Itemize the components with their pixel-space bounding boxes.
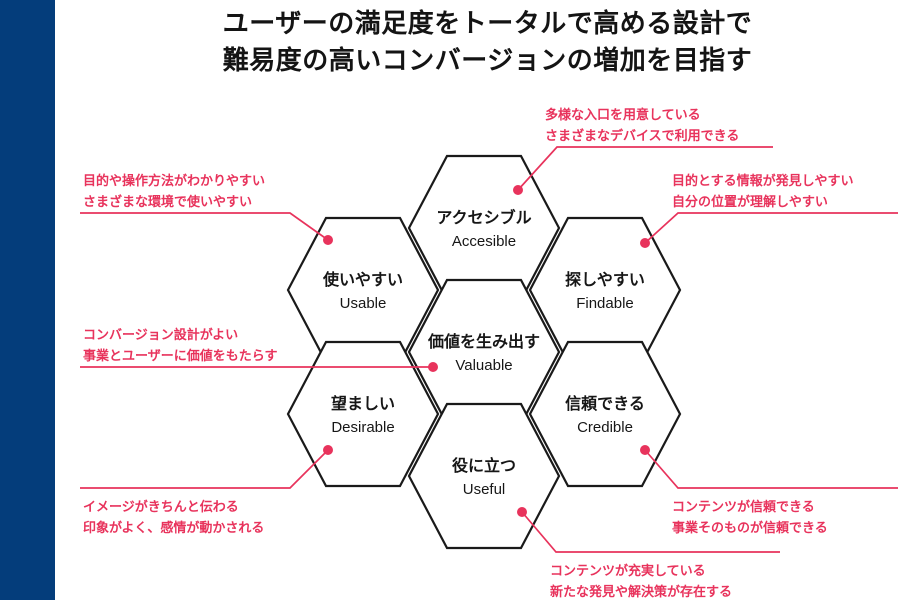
hexagon-useful-label-jp: 役に立つ (452, 456, 516, 475)
leader-dot-useful (517, 507, 527, 517)
leader-dot-usable (323, 235, 333, 245)
hexagon-valuable-label-jp: 価値を生み出す (427, 332, 540, 351)
page-title: ユーザーの満足度をトータルで高める設計で 難易度の高いコンバージョンの増加を目指… (55, 0, 920, 79)
note-usable: 目的や操作方法がわかりやすい さまざまな環境で使いやすい (83, 170, 265, 212)
note-findable: 目的とする情報が発見しやすい 自分の位置が理解しやすい (672, 170, 853, 212)
leader-line-usable (80, 212, 329, 241)
leader-line-findable (644, 212, 898, 244)
hexagon-valuable-label-en: Valuable (455, 357, 512, 374)
note-credible-line-2: 事業そのものが信頼できる (672, 520, 828, 535)
left-accent-bar (0, 0, 55, 600)
hexagon-usable-label-jp: 使いやすい (322, 270, 403, 289)
leader-dot-accesible (513, 185, 523, 195)
leader-dot-desirable (323, 445, 333, 455)
note-useful-line-2: 新たな発見や解決策が存在する (550, 584, 733, 599)
note-valuable: コンバージョン設計がよい 事業とユーザーに価値をもたらす (83, 324, 277, 366)
note-useful-line-1: コンテンツが充実している (550, 563, 706, 578)
note-usable-line-2: さまざまな環境で使いやすい (83, 194, 253, 209)
leader-line-useful (521, 511, 780, 553)
leader-line-credible (644, 449, 898, 489)
hexagon-desirable-label-jp: 望ましい (331, 394, 395, 413)
note-valuable-line-2: 事業とユーザーに価値をもたらす (83, 348, 278, 363)
note-desirable-line-2: 印象がよく、感情が動かされる (83, 520, 265, 535)
hexagon-findable-label-jp: 探しやすい (565, 270, 645, 289)
note-useful: コンテンツが充実している 新たな発見や解決策が存在する (550, 560, 732, 602)
note-desirable: イメージがきちんと伝わる 印象がよく、感情が動かされる (83, 496, 264, 538)
leader-line-accesible (517, 146, 773, 191)
note-desirable-line-1: イメージがきちんと伝わる (83, 499, 239, 514)
hexagon-credible-label-jp: 信頼できる (565, 394, 645, 413)
note-credible-line-1: コンテンツが信頼できる (672, 499, 815, 514)
hexagon-desirable-label-en: Desirable (331, 419, 394, 436)
leader-dot-valuable (428, 362, 438, 372)
hexagon-useful-label-en: Useful (463, 481, 506, 498)
leader-dot-credible (640, 445, 650, 455)
note-accesible: 多様な入口を用意している さまざまなデバイスで利用できる (545, 104, 739, 146)
page-title-line-1: ユーザーの満足度をトータルで高める設計で (222, 8, 753, 38)
hexagon-findable-label-en: Findable (576, 295, 634, 312)
note-findable-line-2: 自分の位置が理解しやすい (672, 194, 828, 209)
hexagon-usable-label-en: Usable (340, 295, 387, 312)
hexagon-credible-label-en: Credible (577, 419, 633, 436)
hexagon-accesible-label-en: Accesible (452, 233, 516, 250)
note-valuable-line-1: コンバージョン設計がよい (83, 327, 239, 342)
note-credible: コンテンツが信頼できる 事業そのものが信頼できる (672, 496, 828, 538)
note-findable-line-1: 目的とする情報が発見しやすい (672, 173, 854, 188)
hexagon-accesible-label-jp: アクセシブル (436, 208, 531, 227)
note-usable-line-1: 目的や操作方法がわかりやすい (83, 173, 266, 188)
leader-dot-findable (640, 238, 650, 248)
page-title-line-2: 難易度の高いコンバージョンの増加を目指す (222, 45, 753, 75)
note-accesible-line-2: さまざまなデバイスで利用できる (545, 128, 740, 143)
note-accesible-line-1: 多様な入口を用意している (545, 107, 701, 122)
leader-line-desirable (80, 449, 329, 489)
